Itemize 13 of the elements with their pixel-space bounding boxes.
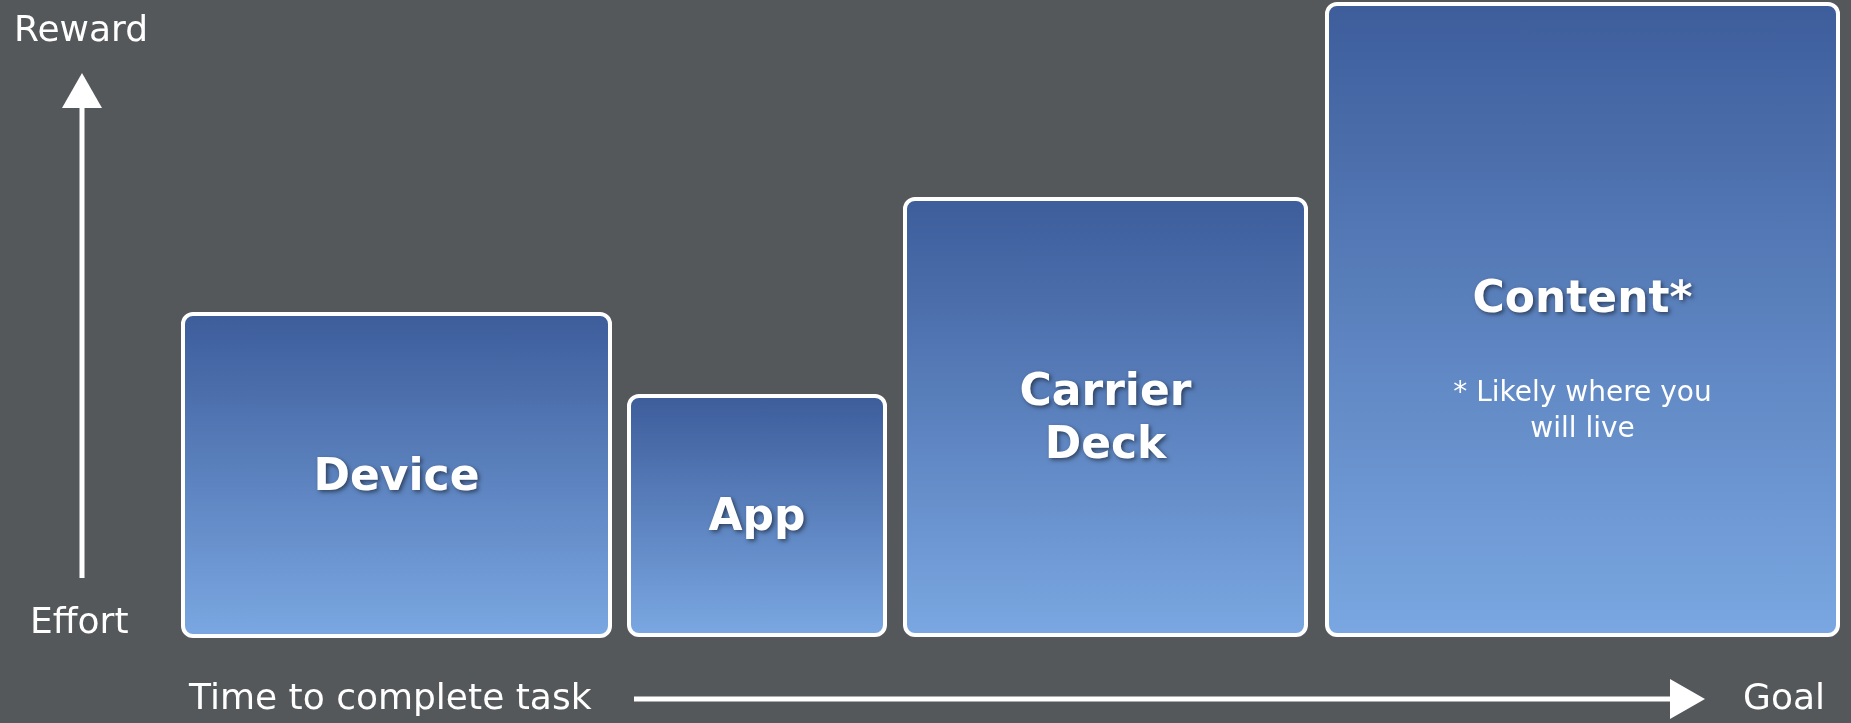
stage-title: Device	[313, 448, 480, 502]
axis-bottom-label: Effort	[30, 600, 129, 641]
axis-top-label: Reward	[14, 8, 149, 49]
stage-box	[903, 197, 1308, 637]
stage-title: Content*	[1472, 271, 1693, 324]
stage-note: * Likely where you will live	[1452, 373, 1713, 447]
axis-end-label: Goal	[1743, 676, 1825, 717]
stage-title: App	[708, 489, 806, 542]
stage-box	[1325, 2, 1840, 637]
stage-title: Carrier Deck	[1018, 364, 1193, 470]
axis-title: Time to complete task	[189, 676, 592, 717]
stage-box	[181, 312, 612, 638]
stage-box	[627, 394, 887, 637]
